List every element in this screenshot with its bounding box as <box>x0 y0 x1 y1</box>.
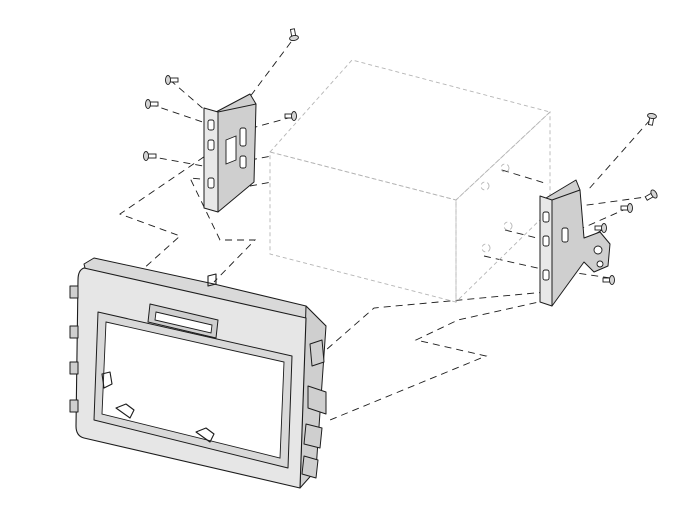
screw-icon <box>602 275 615 285</box>
assembly-guide-lines <box>119 41 654 421</box>
bracket-right-hole-1 <box>593 245 603 255</box>
bracket-left-tab <box>225 135 237 165</box>
screws-left <box>143 28 299 161</box>
bezel-top-slot-opening <box>154 311 213 334</box>
bracket-right-slot-4 <box>561 227 569 243</box>
screw-icon <box>284 111 297 121</box>
bracket-right-slot-2 <box>542 235 550 247</box>
radio-unit-mount-hole-2 <box>480 181 490 191</box>
bezel-inner-clip-left <box>101 371 113 389</box>
bracket-left-slot-2 <box>207 139 215 151</box>
bezel-right-tab-1 <box>309 339 325 367</box>
guide-line-screw-right-4 <box>555 269 611 279</box>
bracket-left-slot-4 <box>239 127 247 147</box>
guide-line-radio-to-right-bracket-3 <box>483 255 547 271</box>
radio-unit-side <box>455 110 551 304</box>
screw-icon <box>289 28 299 42</box>
radio-unit-mount-hole-1 <box>500 163 510 173</box>
bracket-left-slot-5 <box>239 155 247 169</box>
bracket-right-slot-3 <box>542 269 550 281</box>
bezel-left-clip-1 <box>69 285 79 299</box>
bezel-inner-clip-bottom-1 <box>115 403 135 419</box>
bezel-left-clip-2 <box>69 325 79 339</box>
dash-bezel <box>69 257 327 489</box>
screw-icon <box>165 75 179 85</box>
screw-icon <box>620 203 633 213</box>
guide-line-radio-edge <box>249 181 273 187</box>
bezel-inner-clip-bottom-2 <box>195 427 215 443</box>
radio-unit-mount-hole-3 <box>503 221 513 231</box>
bracket-right-hole-2 <box>596 260 604 268</box>
guide-line-radio-to-right-bracket-1 <box>501 169 549 185</box>
guide-line-right-bracket-to-bezel-1 <box>325 291 547 351</box>
bracket-right <box>539 179 611 307</box>
guide-line-right-bracket-to-bezel-2 <box>329 299 549 421</box>
bracket-right-web <box>551 189 611 307</box>
radio-unit-top <box>269 59 551 201</box>
guide-line-screw-top-left <box>248 41 292 99</box>
guide-line-radio-to-right-bracket-2 <box>504 229 546 241</box>
guide-line-left-bracket-to-bezel <box>119 149 215 271</box>
screws-right <box>594 112 658 285</box>
bezel-left-clip-3 <box>69 361 79 375</box>
bracket-left-slot-3 <box>207 177 215 189</box>
bezel-right-tab-3 <box>303 423 323 449</box>
screw-icon <box>145 99 159 109</box>
bezel-right-tab-2 <box>307 385 327 415</box>
bracket-left-web <box>217 103 257 213</box>
bracket-left-slot-1 <box>207 119 215 131</box>
bezel-right-tab-4 <box>301 455 319 479</box>
screw-icon <box>143 151 157 161</box>
screw-icon <box>594 223 607 233</box>
radio-unit-front <box>269 151 457 303</box>
radio-unit-mount-hole-4 <box>481 243 491 253</box>
bezel-inner-clip-top-right <box>207 273 217 287</box>
guide-line-left-bracket-to-bezel-2 <box>189 177 257 283</box>
bracket-left <box>203 93 257 213</box>
bracket-right-slot-1 <box>542 211 550 223</box>
screw-icon <box>644 189 658 201</box>
screw-icon <box>647 112 657 126</box>
guide-line-screw-left-4 <box>251 116 293 129</box>
guide-line-screw-right-1 <box>579 195 654 207</box>
guide-line-screw-top-right <box>587 119 651 191</box>
radio-unit <box>269 59 551 304</box>
bezel-left-clip-4 <box>69 399 79 413</box>
